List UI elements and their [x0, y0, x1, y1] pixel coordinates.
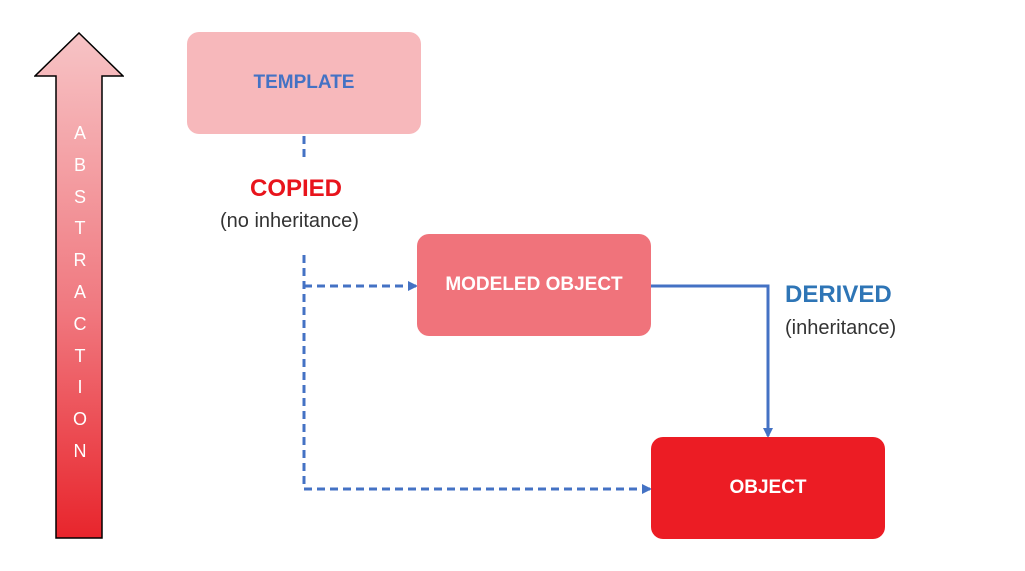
modeled-object-node-label: MODELED OBJECT [445, 274, 623, 295]
abstraction-letter: N [73, 440, 87, 461]
abstraction-letter: B [73, 154, 86, 175]
abstraction-letter: S [73, 186, 86, 207]
object-node-label: OBJECT [729, 477, 807, 498]
copied-subtitle: (no inheritance) [220, 210, 359, 232]
abstraction-letter: T [74, 345, 86, 366]
abstraction-letter: A [73, 123, 86, 143]
abstraction-letter: T [74, 218, 86, 239]
abstraction-letter: O [72, 409, 87, 430]
abstraction-arrow-shape [34, 32, 124, 539]
object-node: OBJECT [651, 437, 885, 539]
abstraction-letter: C [73, 313, 87, 334]
template-node-label: TEMPLATE [253, 72, 355, 93]
abstraction-letter: R [73, 250, 87, 271]
abstraction-letter: I [77, 377, 83, 398]
modeled-object-node: MODELED OBJECT [417, 234, 651, 336]
derived-subtitle: (inheritance) [785, 317, 897, 339]
template-node: TEMPLATE [187, 32, 421, 134]
copied-title: COPIED [250, 175, 343, 202]
abstraction-arrow [34, 32, 124, 539]
abstraction-label: A B S T R A C T I O N [62, 118, 98, 468]
derived-connector [651, 284, 773, 438]
derived-title: DERIVED [785, 281, 892, 308]
abstraction-letter: A [73, 281, 86, 302]
